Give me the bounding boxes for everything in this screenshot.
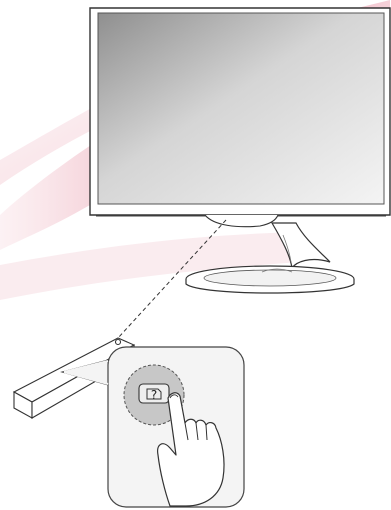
leader-line [117, 219, 227, 339]
hand-icon [157, 392, 225, 507]
monitor-body [89, 7, 391, 228]
monitor-stand [185, 222, 355, 294]
button-symbol: ? [151, 388, 157, 402]
question-button: ? [138, 383, 170, 404]
